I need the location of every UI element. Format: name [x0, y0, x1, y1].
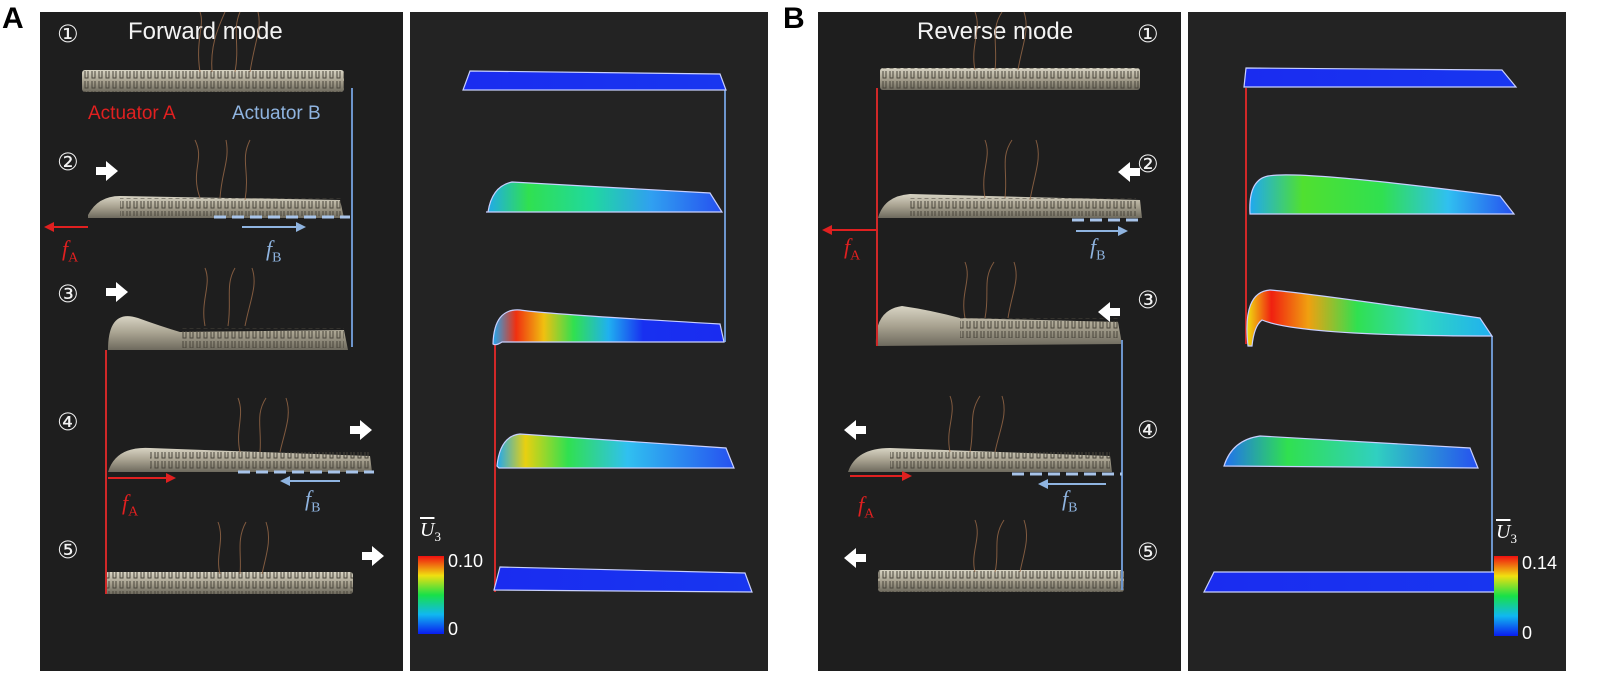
- colorbar-a: [418, 556, 444, 634]
- actuator-b-label: Actuator B: [232, 103, 321, 124]
- force-arrow-icon: [242, 222, 340, 486]
- step-3-label-a: ③: [57, 280, 79, 308]
- panel-letter-a: A: [2, 2, 24, 35]
- colorbar-min-label-b: 0: [1522, 623, 1533, 643]
- force-b-label-step4-b: fB: [1062, 486, 1078, 516]
- force-a-label-step4-a: fA: [122, 490, 139, 520]
- white-arrow-left-icon: [844, 162, 1140, 568]
- simulated-shapes-a: [462, 70, 753, 593]
- panel-letter-b: B: [783, 2, 805, 35]
- force-b-label-step2-b: fB: [1090, 234, 1106, 264]
- step-5-label-b: ⑤: [1137, 538, 1159, 566]
- force-b-label-step4-a: fB: [305, 486, 321, 516]
- wires-a: [194, 11, 289, 575]
- step-1-label-a: ①: [57, 20, 79, 48]
- step-2-label-b: ②: [1137, 150, 1159, 178]
- force-arrow-icon: [44, 222, 176, 483]
- wires-b: [948, 11, 1039, 573]
- colorbar-min-label-a: 0: [448, 619, 459, 639]
- colorbar-title-a: U3: [420, 519, 441, 544]
- step-1-label-b: ①: [1137, 20, 1159, 48]
- actuator-photo-strips-b: [848, 68, 1142, 592]
- step-2-label-a: ②: [57, 148, 79, 176]
- actuator-photo-strips-a: [82, 70, 372, 594]
- step-4-label-b: ④: [1137, 416, 1159, 444]
- step-5-label-a: ⑤: [57, 536, 79, 564]
- simulated-shapes-b: [1203, 67, 1518, 593]
- step-3-label-b: ③: [1137, 286, 1159, 314]
- colorbar-title-b: U3: [1496, 521, 1517, 546]
- force-a-label-step2-a: fA: [62, 236, 79, 266]
- colorbar-b: [1494, 556, 1518, 636]
- force-a-label-step4-b: fA: [858, 492, 875, 522]
- step-4-label-a: ④: [57, 408, 79, 436]
- colorbar-max-label-a: 0.10: [448, 551, 484, 571]
- white-arrow-right-icon: [96, 161, 384, 566]
- actuator-a-label: Actuator A: [88, 103, 176, 124]
- force-a-label-step2-b: fA: [844, 234, 861, 264]
- force-arrow-icon: [1038, 226, 1128, 489]
- force-b-label-step2-a: fB: [266, 236, 282, 266]
- force-arrow-icon: [822, 225, 912, 481]
- colorbar-max-label-b: 0.14: [1522, 553, 1558, 573]
